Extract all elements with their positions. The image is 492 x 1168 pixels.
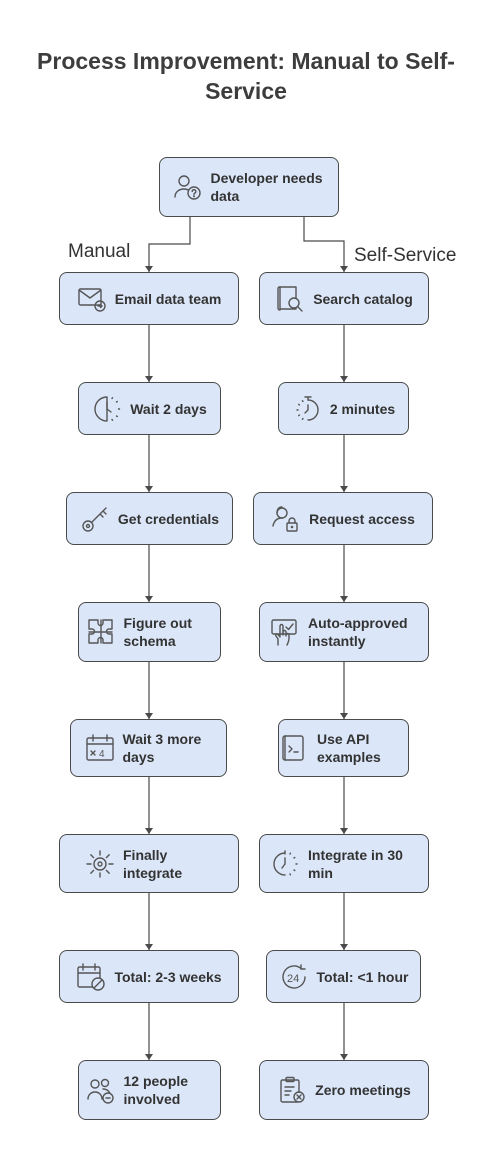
- node-label: Wait 3 more days: [122, 731, 202, 765]
- node-selfservice-request-access: Request access: [253, 492, 433, 545]
- diagram-title: Process Improvement: Manual to Self-Serv…: [37, 48, 455, 104]
- timer-icon: [270, 849, 300, 879]
- node-manual-finally-integrate: Finally integrate: [59, 834, 239, 893]
- arrow-head: [340, 828, 348, 834]
- node-label: Search catalog: [313, 290, 413, 307]
- arrow-head: [340, 944, 348, 950]
- connector-root-to-self-service: [303, 217, 345, 272]
- node-manual-email-data-team: Email data team: [59, 272, 239, 325]
- node-selfservice-zero-meetings: Zero meetings: [259, 1060, 429, 1120]
- node-label: Wait 2 days: [130, 400, 207, 417]
- node-manual-12-people-involved: 12 people involved: [78, 1060, 221, 1120]
- half-clock-icon: [92, 394, 122, 424]
- node-manual-total-2-3-weeks: Total: 2-3 weeks: [59, 950, 239, 1003]
- node-label: Finally integrate: [123, 846, 183, 881]
- node-label: Total: <1 hour: [316, 968, 409, 985]
- 24-hour-icon: 24: [279, 962, 309, 992]
- node-selfservice-integrate-in-30-min: Integrate in 30 min: [259, 834, 429, 893]
- arrow-head: [145, 944, 153, 950]
- arrow-head: [340, 596, 348, 602]
- arrow-head: [145, 266, 153, 272]
- branch-label-self-service: Self-Service: [354, 245, 457, 266]
- sun-gear-icon: [85, 849, 115, 879]
- clipboard-cancel-icon: [277, 1075, 307, 1105]
- node-manual-wait-2-days: Wait 2 days: [78, 382, 221, 435]
- node-label: Auto-approved instantly: [308, 615, 408, 649]
- arrow-head: [340, 376, 348, 382]
- svg-text:4: 4: [99, 749, 105, 760]
- people-minus-icon: [86, 1075, 116, 1105]
- arrow-head: [145, 596, 153, 602]
- node-label: Developer needs data: [210, 170, 323, 204]
- calendar-times-four-icon: 4: [85, 733, 115, 763]
- node-label: 12 people involved: [123, 1073, 189, 1107]
- connector-root-to-manual: [148, 217, 191, 272]
- node-label: Request access: [309, 510, 415, 527]
- node-label: Total: 2-3 weeks: [114, 968, 222, 985]
- arrow-head: [340, 713, 348, 719]
- puzzle-icon: [86, 617, 116, 647]
- user-question-icon: [173, 172, 203, 202]
- email-send-icon: [77, 284, 107, 314]
- arrow-head: [340, 1054, 348, 1060]
- node-selfservice-total-1-hour: 24 Total: <1 hour: [266, 950, 421, 1003]
- arrow-head: [340, 266, 348, 272]
- arrow-head: [145, 713, 153, 719]
- node-selfservice-search-catalog: Search catalog: [259, 272, 429, 325]
- stopwatch-icon: [292, 394, 322, 424]
- arrow-head: [145, 1054, 153, 1060]
- svg-text:24: 24: [287, 973, 299, 985]
- node-selfservice-2-minutes: 2 minutes: [278, 382, 409, 435]
- terminal-file-icon: [279, 733, 309, 763]
- node-label: Zero meetings: [315, 1082, 411, 1098]
- arrow-head: [340, 486, 348, 492]
- node-root-developer-needs-data: Developer needs data: [159, 157, 339, 217]
- node-label: Figure out schema: [123, 615, 192, 649]
- node-selfservice-auto-approved-instantly: Auto-approved instantly: [259, 602, 429, 662]
- node-selfservice-use-api-examples: Use API examples: [278, 719, 409, 777]
- catalog-search-icon: [275, 284, 305, 314]
- node-label: 2 minutes: [329, 400, 396, 417]
- node-label: Email data team: [114, 290, 222, 307]
- node-label: Get credentials: [117, 510, 220, 527]
- node-manual-wait-3-more-days: 4 Wait 3 more days: [70, 719, 227, 777]
- node-label: Integrate in 30 min: [308, 846, 403, 881]
- key-icon: [80, 504, 110, 534]
- node-label: Use API examples: [317, 731, 381, 765]
- branch-label-manual: Manual: [68, 241, 131, 262]
- node-manual-get-credentials: Get credentials: [66, 492, 233, 545]
- hand-check-icon: [270, 617, 300, 647]
- user-lock-icon: [271, 504, 301, 534]
- arrow-head: [145, 486, 153, 492]
- arrow-head: [145, 828, 153, 834]
- calendar-blocked-icon: [76, 962, 106, 992]
- node-manual-figure-out-schema: Figure out schema: [78, 602, 221, 662]
- arrow-head: [145, 376, 153, 382]
